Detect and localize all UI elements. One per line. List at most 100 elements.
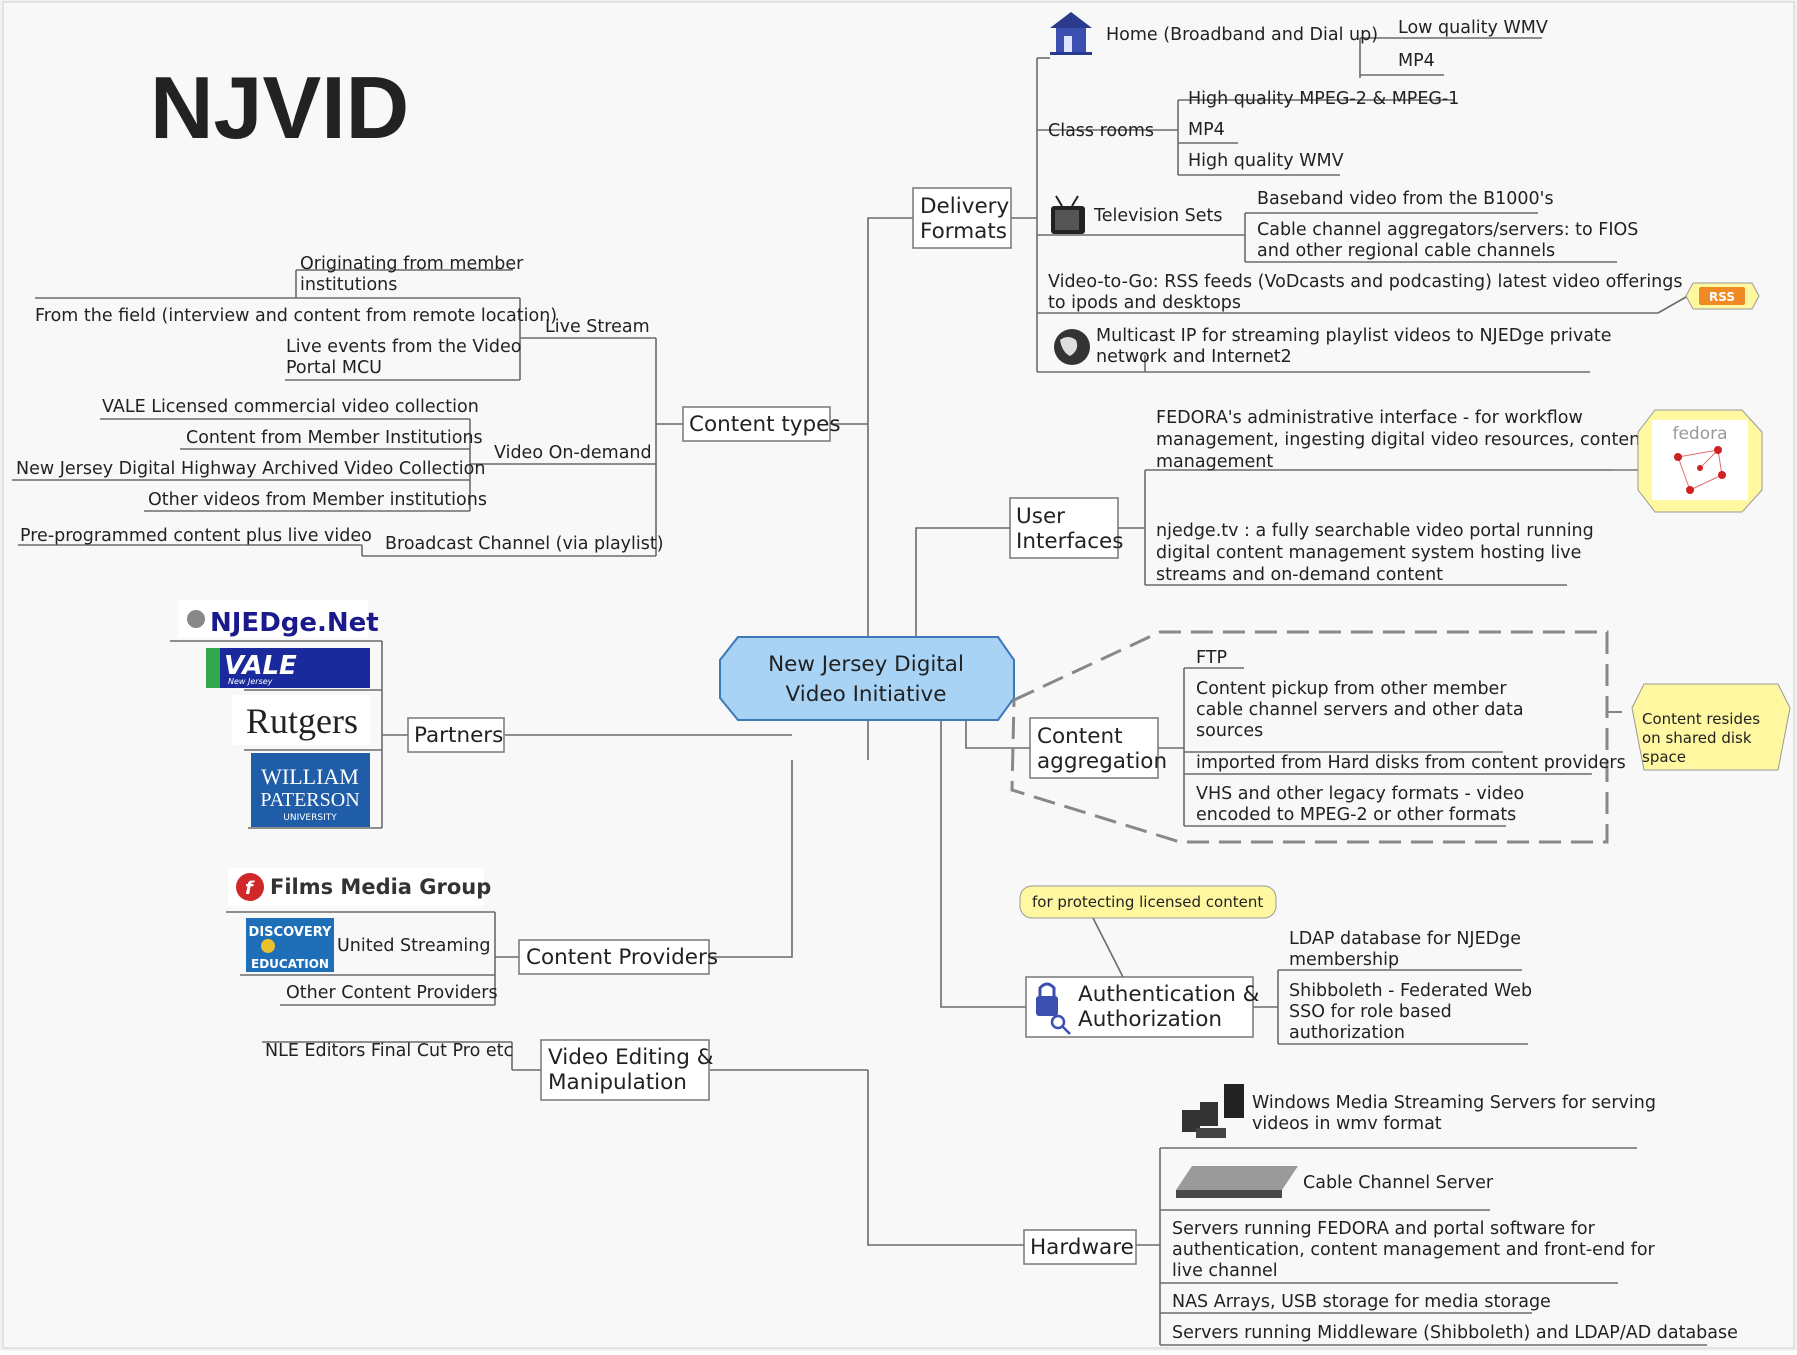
shared-disk-callout-line-1: Content resides [1642,710,1760,728]
rss-label: RSS [1709,290,1735,304]
tv-baseband-label: Baseband video from the B1000's [1257,189,1554,209]
films-media-group-text: Films Media Group [270,875,491,899]
central-topic[interactable]: New Jersey Digital Video Initiative [719,636,1015,721]
hardware-label: Hardware [1030,1235,1134,1260]
television-sets-label: Television Sets [1093,206,1223,226]
fedora-servers-label-1: Servers running FEDORA and portal softwa… [1172,1219,1596,1239]
rss-badge[interactable]: RSS [1685,282,1760,310]
vod-other-label: Other videos from Member institutions [148,490,487,510]
wms-label-2: videos in wmv format [1252,1114,1442,1134]
live-stream-label: Live Stream [545,317,650,337]
delivery-formats-node[interactable]: Delivery Formats [912,187,1012,249]
fedora-logo: fedora [1637,409,1763,513]
cable-server-label: Cable Channel Server [1303,1173,1494,1193]
vale-logo-text: VALE [224,651,297,681]
vod-njdh-label: New Jersey Digital Highway Archived Vide… [16,459,485,479]
njedge-tv-label-1: njedge.tv : a fully searchable video por… [1156,521,1594,541]
discovery-logo-line-2: EDUCATION [251,957,329,971]
vhs-label-2: encoded to MPEG-2 or other formats [1196,805,1516,825]
server-rack-icon [1182,1084,1244,1138]
cable-server-icon [1176,1166,1298,1198]
delivery-formats-label-1: Delivery [920,194,1010,219]
shibboleth-label-2: SSO for role based [1289,1002,1452,1022]
rutgers-logo: Rutgers [232,695,370,745]
shared-disk-callout: Content resides on shared disk space [1631,683,1791,771]
protect-callout: for protecting licensed content [1019,885,1277,919]
wp-logo-line-2: PATERSON [260,789,359,811]
shared-disk-callout-line-3: space [1642,748,1686,766]
fedora-logo-text: fedora [1672,424,1727,444]
content-types-node[interactable]: Content types [682,406,841,442]
svg-text:f: f [245,878,255,899]
rutgers-logo-text: Rutgers [246,701,358,741]
live-origin-label-1: Originating from member [300,254,524,274]
fedora-admin-label-2: management, ingesting digital video reso… [1156,430,1647,450]
discovery-logo-line-1: DISCOVERY [249,925,332,940]
other-providers-label: Other Content Providers [286,983,498,1003]
ldap-label-2: membership [1289,950,1399,970]
content-providers-node[interactable]: Content Providers [518,939,718,975]
live-origin-label-2: institutions [300,275,397,295]
discovery-education-logo: DISCOVERY EDUCATION [246,918,334,972]
broadcast-pre-label: Pre-programmed content plus live video [20,526,372,546]
home-broadband-label: Home (Broadband and Dial up) [1106,25,1378,45]
njedge-logo: NJEDge.Net [178,600,379,638]
pickup-label-2: cable channel servers and other data [1196,700,1524,720]
classrooms-wmv-label: High quality WMV [1188,151,1344,171]
partners-label: Partners [414,723,503,748]
user-interfaces-box [1009,497,1119,559]
vod-member-label: Content from Member Institutions [186,428,483,448]
globe-icon [1054,329,1090,365]
middleware-label: Servers running Middleware (Shibboleth) … [1172,1323,1738,1343]
content-providers-label: Content Providers [526,945,718,970]
fedora-admin-label-3: management [1156,452,1273,472]
broadcast-label: Broadcast Channel (via playlist) [385,534,664,554]
lock-icon [1036,982,1071,1035]
fedora-servers-label-2: authentication, content management and f… [1172,1240,1656,1260]
home-icon [1050,12,1092,55]
home-mp4-label: MP4 [1398,51,1435,71]
user-interfaces-node[interactable]: User Interfaces [1009,497,1123,559]
content-aggregation-node[interactable]: Content aggregation [1029,717,1167,779]
central-topic-line-1: New Jersey Digital [768,652,964,677]
vod-label: Video On-demand [494,443,652,463]
fedora-admin-label-1: FEDORA's administrative interface - for … [1156,408,1583,428]
user-interfaces-label-1: User [1016,504,1065,529]
delivery-formats-label-2: Formats [920,219,1007,244]
central-topic-line-2: Video Initiative [786,682,947,707]
hard-disks-label: imported from Hard disks from content pr… [1196,753,1626,773]
video-editing-node[interactable]: Video Editing & Manipulation [540,1039,714,1101]
auth-node[interactable]: Authentication & Authorization [1025,976,1260,1038]
william-paterson-logo: WILLIAM PATERSON UNIVERSITY [251,753,370,827]
live-events-label-2: Portal MCU [286,358,382,378]
wms-label-1: Windows Media Streaming Servers for serv… [1252,1093,1656,1113]
ftp-label: FTP [1196,648,1227,668]
home-low-wmv-label: Low quality WMV [1398,18,1548,38]
video-editing-label-2: Manipulation [548,1070,687,1095]
content-aggregation-label-2: aggregation [1037,749,1167,774]
pickup-label-1: Content pickup from other member [1196,679,1507,699]
wp-logo-line-1: WILLIAM [261,764,359,789]
tv-cable-label-2: and other regional cable channels [1257,241,1555,261]
partners-node[interactable]: Partners [407,717,505,753]
wp-logo-line-3: UNIVERSITY [283,813,337,823]
rss-icon [1699,287,1745,305]
hardware-node[interactable]: Hardware [1023,1229,1137,1265]
pickup-label-3: sources [1196,721,1263,741]
auth-label-2: Authorization [1078,1007,1222,1032]
multicast-label-2: network and Internet2 [1096,347,1292,367]
tv-cable-label-1: Cable channel aggregators/servers: to FI… [1257,220,1638,240]
njedge-tv-label-2: digital content management system hostin… [1156,543,1581,563]
hardware-box [1023,1229,1137,1265]
united-streaming-label: United Streaming [337,936,490,956]
delivery-formats-box [912,187,1012,249]
vale-logo-subtext: New Jersey [228,677,273,686]
multicast-label-1: Multicast IP for streaming playlist vide… [1096,326,1612,346]
video-editing-box [540,1039,710,1101]
shared-disk-callout-line-2: on shared disk [1642,729,1752,747]
content-types-box [682,406,831,442]
classrooms-label: Class rooms [1048,121,1154,141]
nas-label: NAS Arrays, USB storage for media storag… [1172,1292,1551,1312]
